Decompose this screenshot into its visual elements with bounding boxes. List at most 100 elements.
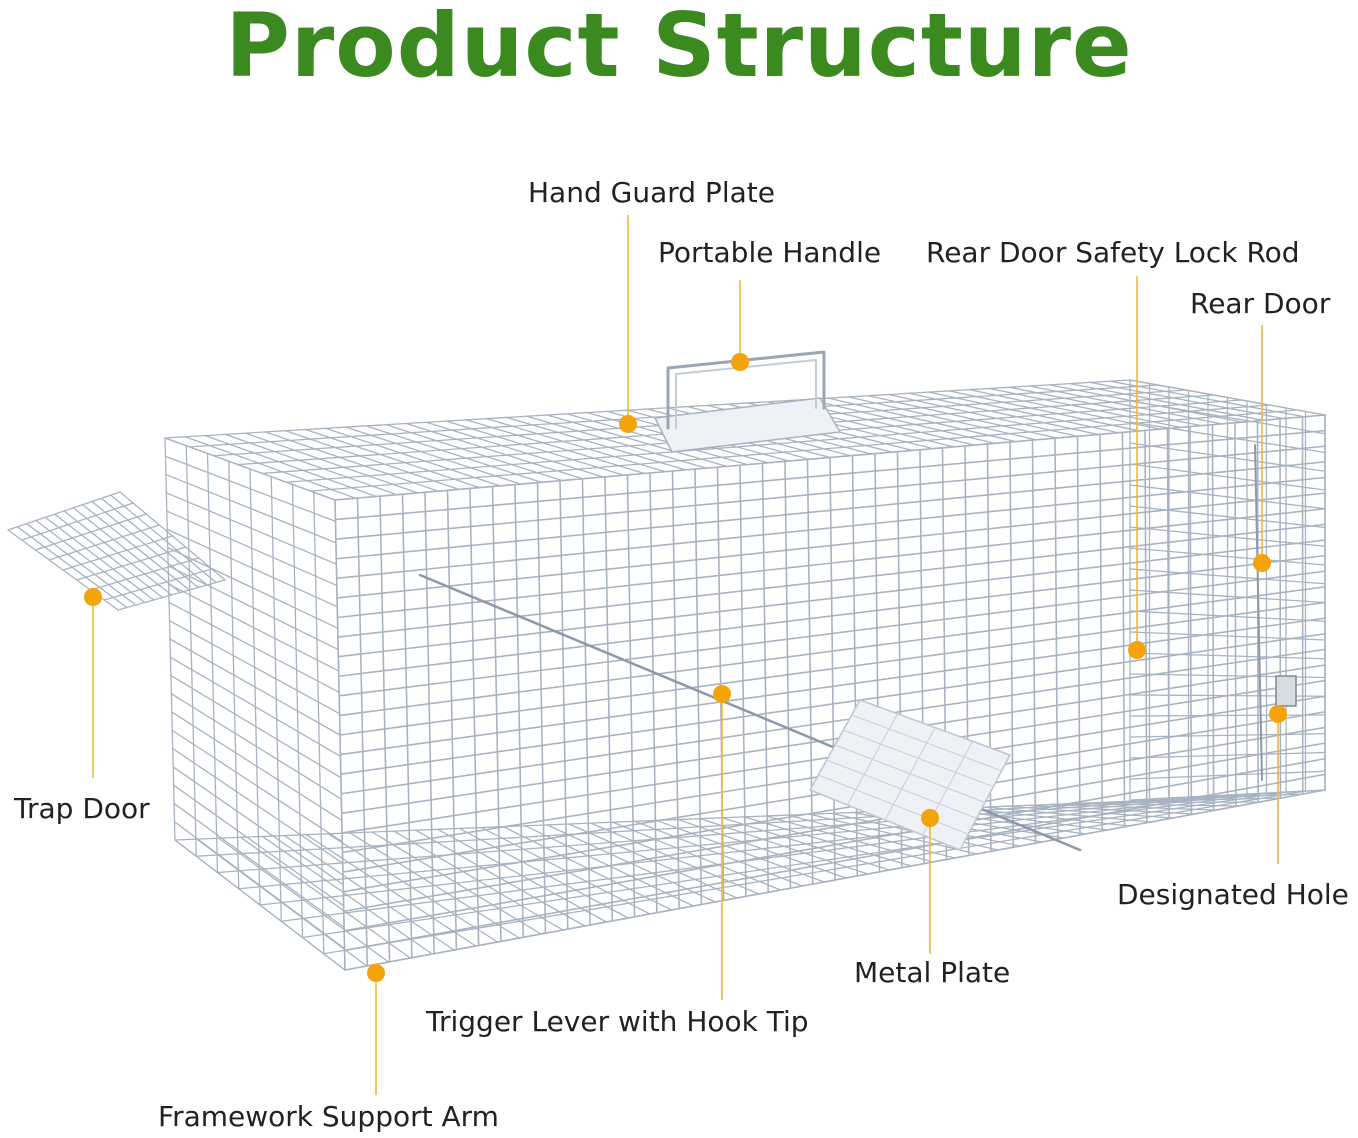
wire bbox=[342, 726, 1326, 893]
hand-guard-plate bbox=[654, 397, 841, 453]
wire bbox=[21, 502, 134, 541]
wire bbox=[172, 784, 345, 907]
designated-hole-marker bbox=[1269, 705, 1287, 723]
wire bbox=[425, 421, 604, 478]
wire bbox=[48, 524, 161, 561]
wire bbox=[164, 379, 1131, 439]
wire bbox=[968, 389, 1161, 430]
wire bbox=[445, 420, 625, 476]
wire bbox=[335, 445, 1326, 540]
designated-hole-bracket bbox=[1275, 675, 1297, 707]
wire bbox=[385, 424, 563, 482]
wire bbox=[172, 747, 344, 864]
wire bbox=[566, 413, 749, 466]
wire bbox=[165, 473, 337, 544]
wire bbox=[1129, 421, 1326, 454]
wire bbox=[336, 507, 1326, 619]
label-rear-door: Rear Door bbox=[1190, 287, 1331, 320]
wire bbox=[168, 601, 340, 693]
label-portable-handle: Portable Handle bbox=[658, 236, 882, 269]
wire bbox=[166, 528, 338, 608]
label-trap-door: Trap Door bbox=[14, 792, 150, 825]
wire bbox=[170, 693, 343, 800]
portable-handle-marker bbox=[731, 353, 749, 371]
metal-plate-grid bbox=[809, 699, 1011, 851]
wire bbox=[166, 510, 338, 587]
wire bbox=[173, 821, 346, 950]
hand-guard-plate-marker bbox=[619, 415, 637, 433]
left-end-panel bbox=[164, 437, 346, 971]
wire bbox=[7, 491, 121, 531]
wire bbox=[1129, 652, 1326, 660]
wire bbox=[959, 754, 1011, 851]
wire bbox=[1129, 751, 1326, 759]
wire bbox=[345, 426, 522, 485]
wire bbox=[336, 492, 1326, 599]
wire bbox=[1129, 568, 1326, 585]
wire bbox=[224, 433, 398, 496]
wire bbox=[339, 617, 1326, 756]
wire bbox=[337, 554, 1326, 678]
wire bbox=[465, 419, 646, 475]
wire bbox=[204, 434, 377, 498]
wire bbox=[1069, 382, 1264, 421]
wire bbox=[343, 773, 1326, 952]
wire bbox=[1129, 733, 1326, 738]
wire bbox=[988, 387, 1182, 429]
rear-door-safety-lock-rod-marker bbox=[1128, 641, 1146, 659]
wire bbox=[167, 565, 339, 651]
wire bbox=[1129, 714, 1326, 717]
wire bbox=[334, 429, 1326, 521]
wire bbox=[809, 699, 861, 791]
page-title: Product Structure bbox=[225, 0, 1133, 97]
wire bbox=[342, 742, 1326, 913]
wire bbox=[948, 390, 1141, 432]
wire bbox=[174, 839, 346, 971]
trap-door-marker bbox=[84, 588, 102, 606]
wire bbox=[62, 535, 174, 571]
wire bbox=[928, 391, 1120, 434]
wire bbox=[526, 415, 707, 469]
wire bbox=[1008, 386, 1202, 427]
wire bbox=[1028, 385, 1223, 425]
wire bbox=[169, 638, 341, 736]
wire-cage bbox=[7, 350, 1326, 971]
trap-door bbox=[7, 491, 226, 611]
wire bbox=[365, 425, 542, 483]
wire bbox=[34, 513, 147, 551]
wire bbox=[335, 461, 1326, 560]
wire bbox=[334, 414, 1326, 501]
wire bbox=[168, 620, 341, 715]
wire bbox=[310, 409, 1298, 492]
label-framework-support-arm: Framework Support Arm bbox=[158, 1100, 499, 1133]
label-rear-door-safety-lock-rod: Rear Door Safety Lock Rod bbox=[926, 236, 1300, 269]
wire bbox=[285, 404, 1270, 483]
wire bbox=[338, 586, 1326, 717]
wire bbox=[1109, 380, 1306, 418]
framework-support-arm-marker bbox=[367, 964, 385, 982]
wire bbox=[169, 656, 342, 758]
wire bbox=[847, 713, 898, 806]
wire bbox=[847, 396, 1037, 441]
wire bbox=[339, 601, 1326, 736]
wire bbox=[323, 790, 1306, 955]
front-side-panel bbox=[334, 414, 1326, 971]
wire bbox=[343, 757, 1326, 932]
wire bbox=[174, 799, 1161, 841]
wire bbox=[884, 727, 936, 821]
metal-plate bbox=[809, 699, 1011, 851]
wire bbox=[908, 392, 1099, 436]
wire bbox=[1089, 381, 1285, 420]
callout-leaders bbox=[84, 215, 1287, 1095]
wire bbox=[1129, 442, 1326, 472]
wire bbox=[405, 422, 584, 480]
wire bbox=[305, 428, 481, 489]
wire bbox=[1129, 379, 1326, 416]
wire bbox=[867, 395, 1058, 439]
wire bbox=[89, 557, 200, 591]
wire bbox=[337, 539, 1326, 658]
wire bbox=[325, 427, 501, 487]
wire bbox=[888, 393, 1079, 437]
wire bbox=[340, 648, 1326, 795]
